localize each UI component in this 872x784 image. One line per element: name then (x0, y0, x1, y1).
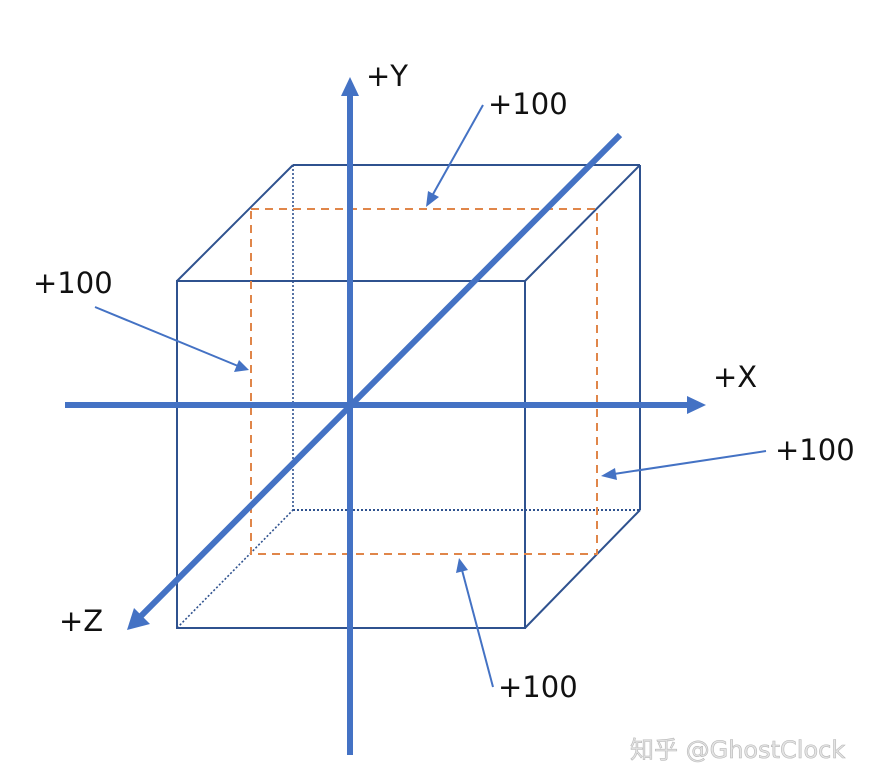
arrow-head-icon (426, 191, 439, 207)
annotation-right-label: +100 (775, 433, 855, 467)
z-axis-label: +Z (59, 604, 103, 638)
axes (65, 77, 706, 755)
annotation-left-label: +100 (33, 266, 113, 300)
arrow-head-icon (456, 558, 468, 573)
annotation-arrows (94, 104, 767, 688)
y-axis-label: +Y (366, 59, 408, 93)
arrow-head-icon (601, 468, 617, 480)
annotation-bottom-label: +100 (498, 670, 578, 704)
cube (176, 164, 641, 629)
watermark: 知乎 @GhostClock (630, 736, 845, 764)
y-axis-arrow-icon (341, 77, 359, 96)
z-axis (138, 132, 623, 619)
annotation-top-label: +100 (488, 87, 568, 121)
arrow-head-icon (234, 360, 249, 372)
x-axis-arrow-icon (687, 396, 706, 414)
z-axis-arrow-icon (127, 608, 150, 630)
x-axis-label: +X (713, 360, 757, 394)
dashed-square (250, 208, 598, 555)
